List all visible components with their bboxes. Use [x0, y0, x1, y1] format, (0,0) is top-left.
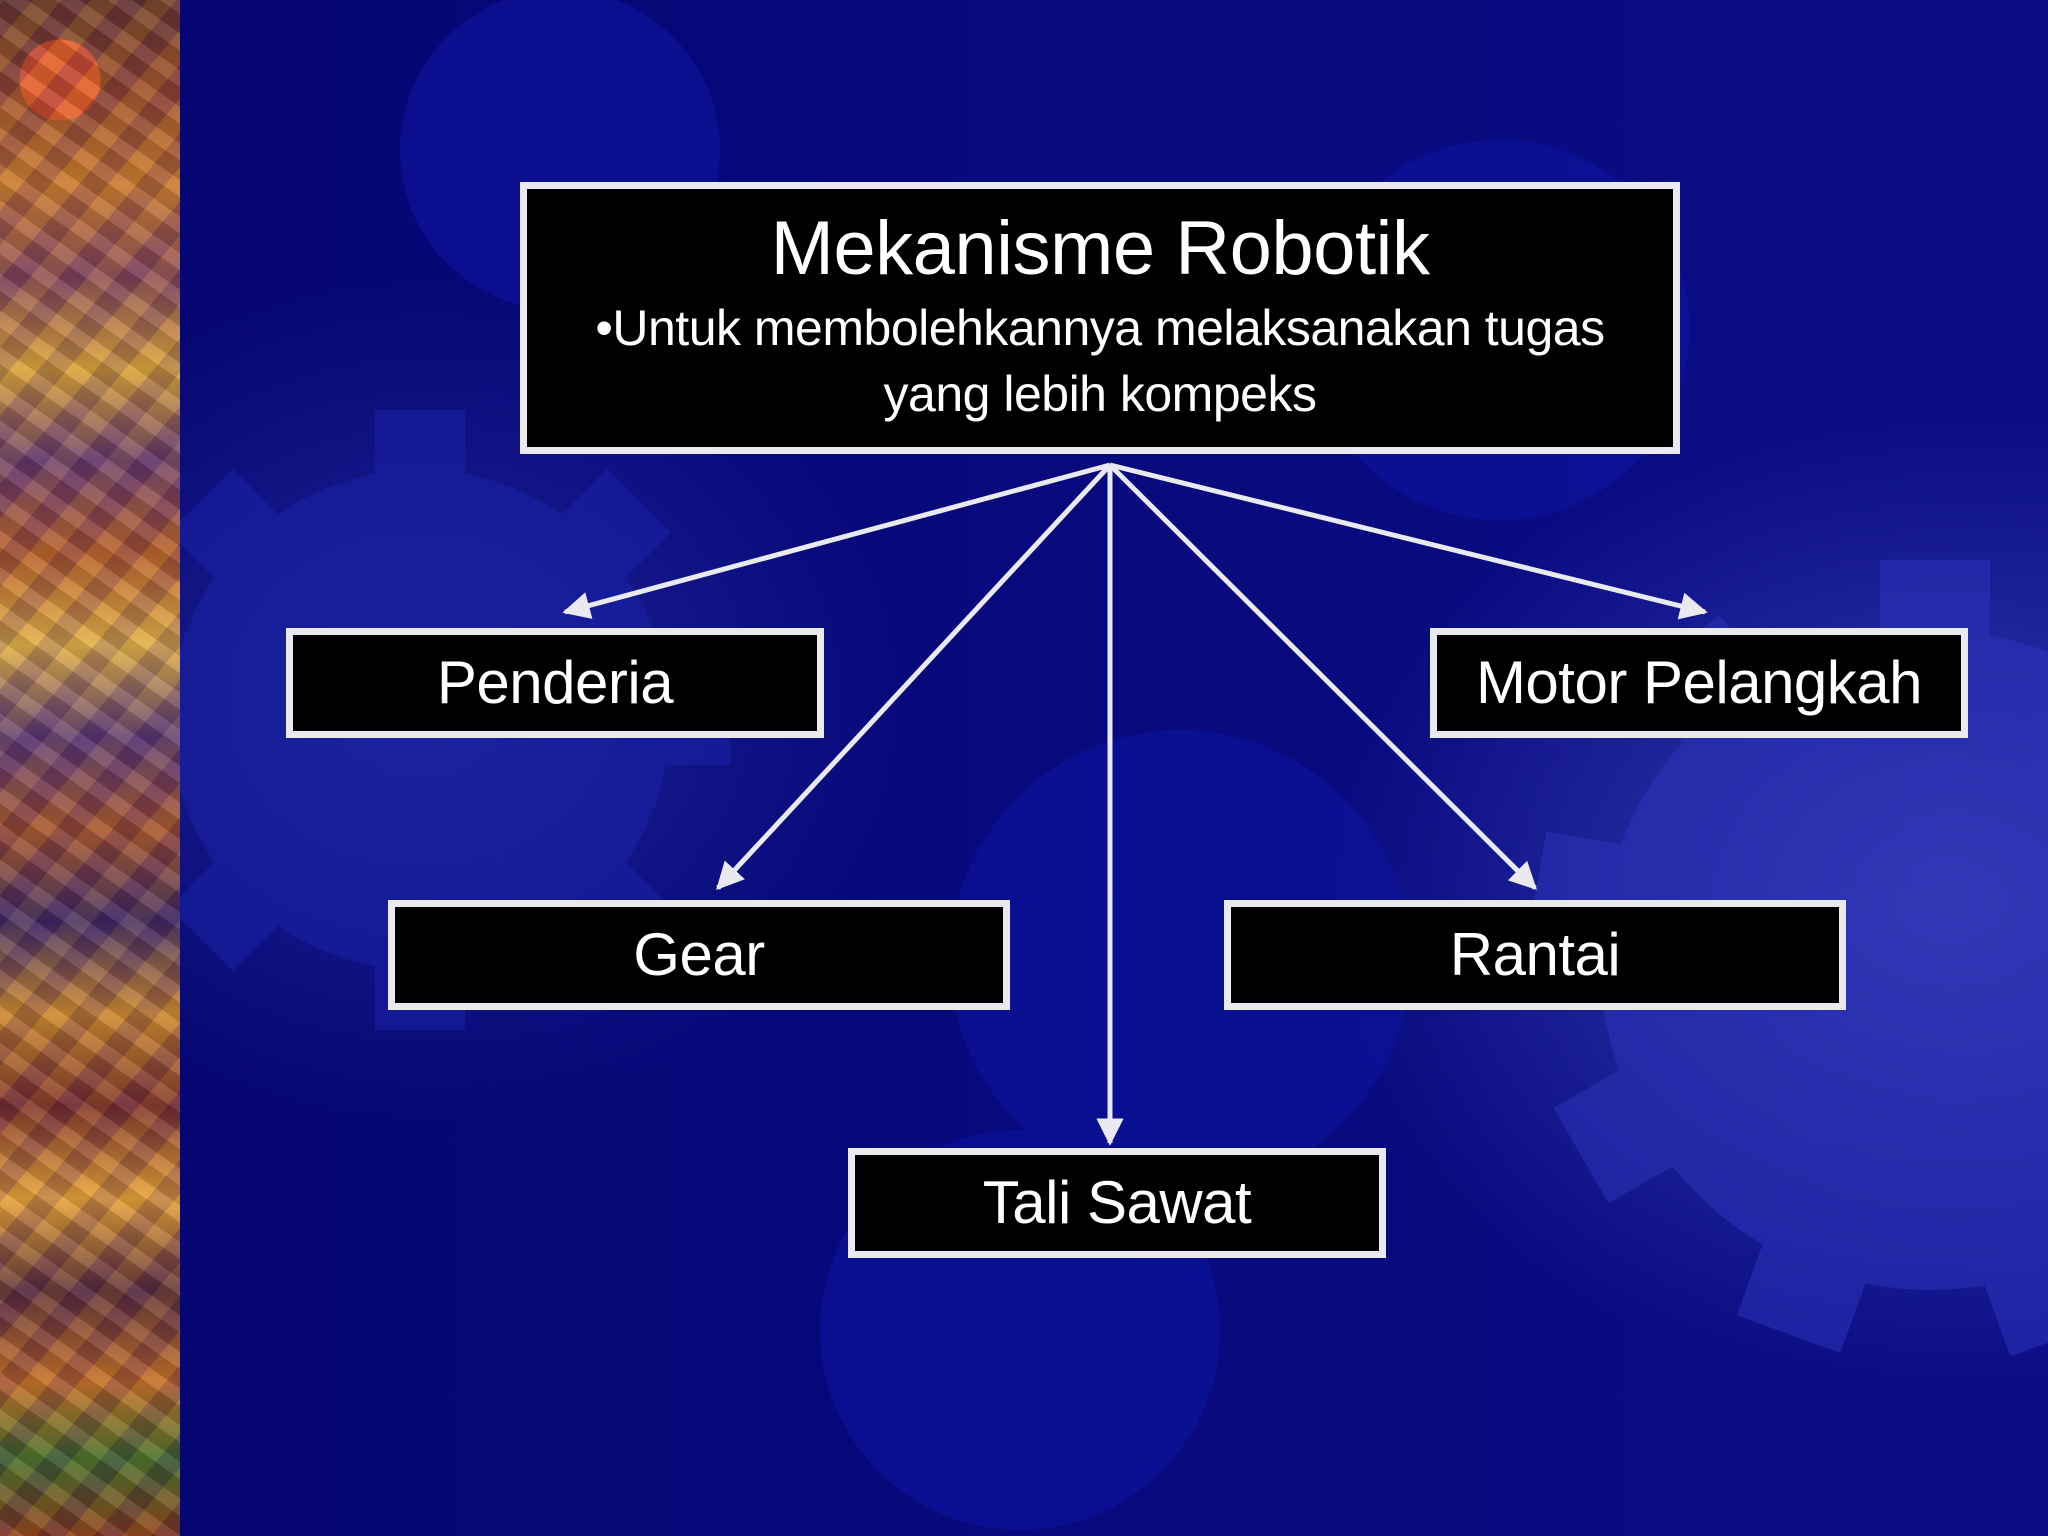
node-label: Gear [633, 921, 765, 988]
node-label: Tali Sawat [982, 1169, 1252, 1236]
node-label: Motor Pelangkah [1475, 649, 1923, 716]
node-label: Penderia [436, 649, 674, 716]
node-label: Rantai [1449, 921, 1621, 988]
root-node-box: Mekanisme Robotik •Untuk membolehkannya … [520, 182, 1680, 454]
root-node-title: Mekanisme Robotik [770, 206, 1430, 292]
node-penderia: Penderia [286, 628, 824, 738]
connector-to-rantai [1108, 463, 1537, 890]
decorative-side-strip [0, 0, 180, 1536]
node-gear: Gear [388, 900, 1010, 1010]
node-rantai: Rantai [1224, 900, 1846, 1010]
connector-to-gear [716, 463, 1112, 891]
connector-to-motor-pelangkah [1109, 462, 1708, 620]
connector-to-penderia [562, 462, 1111, 619]
root-node-subtitle: •Untuk membolehkannya melaksanakan tugas… [595, 299, 1605, 422]
node-tali-sawat: Tali Sawat [848, 1148, 1386, 1258]
node-motor-pelangkah: Motor Pelangkah [1430, 628, 1968, 738]
